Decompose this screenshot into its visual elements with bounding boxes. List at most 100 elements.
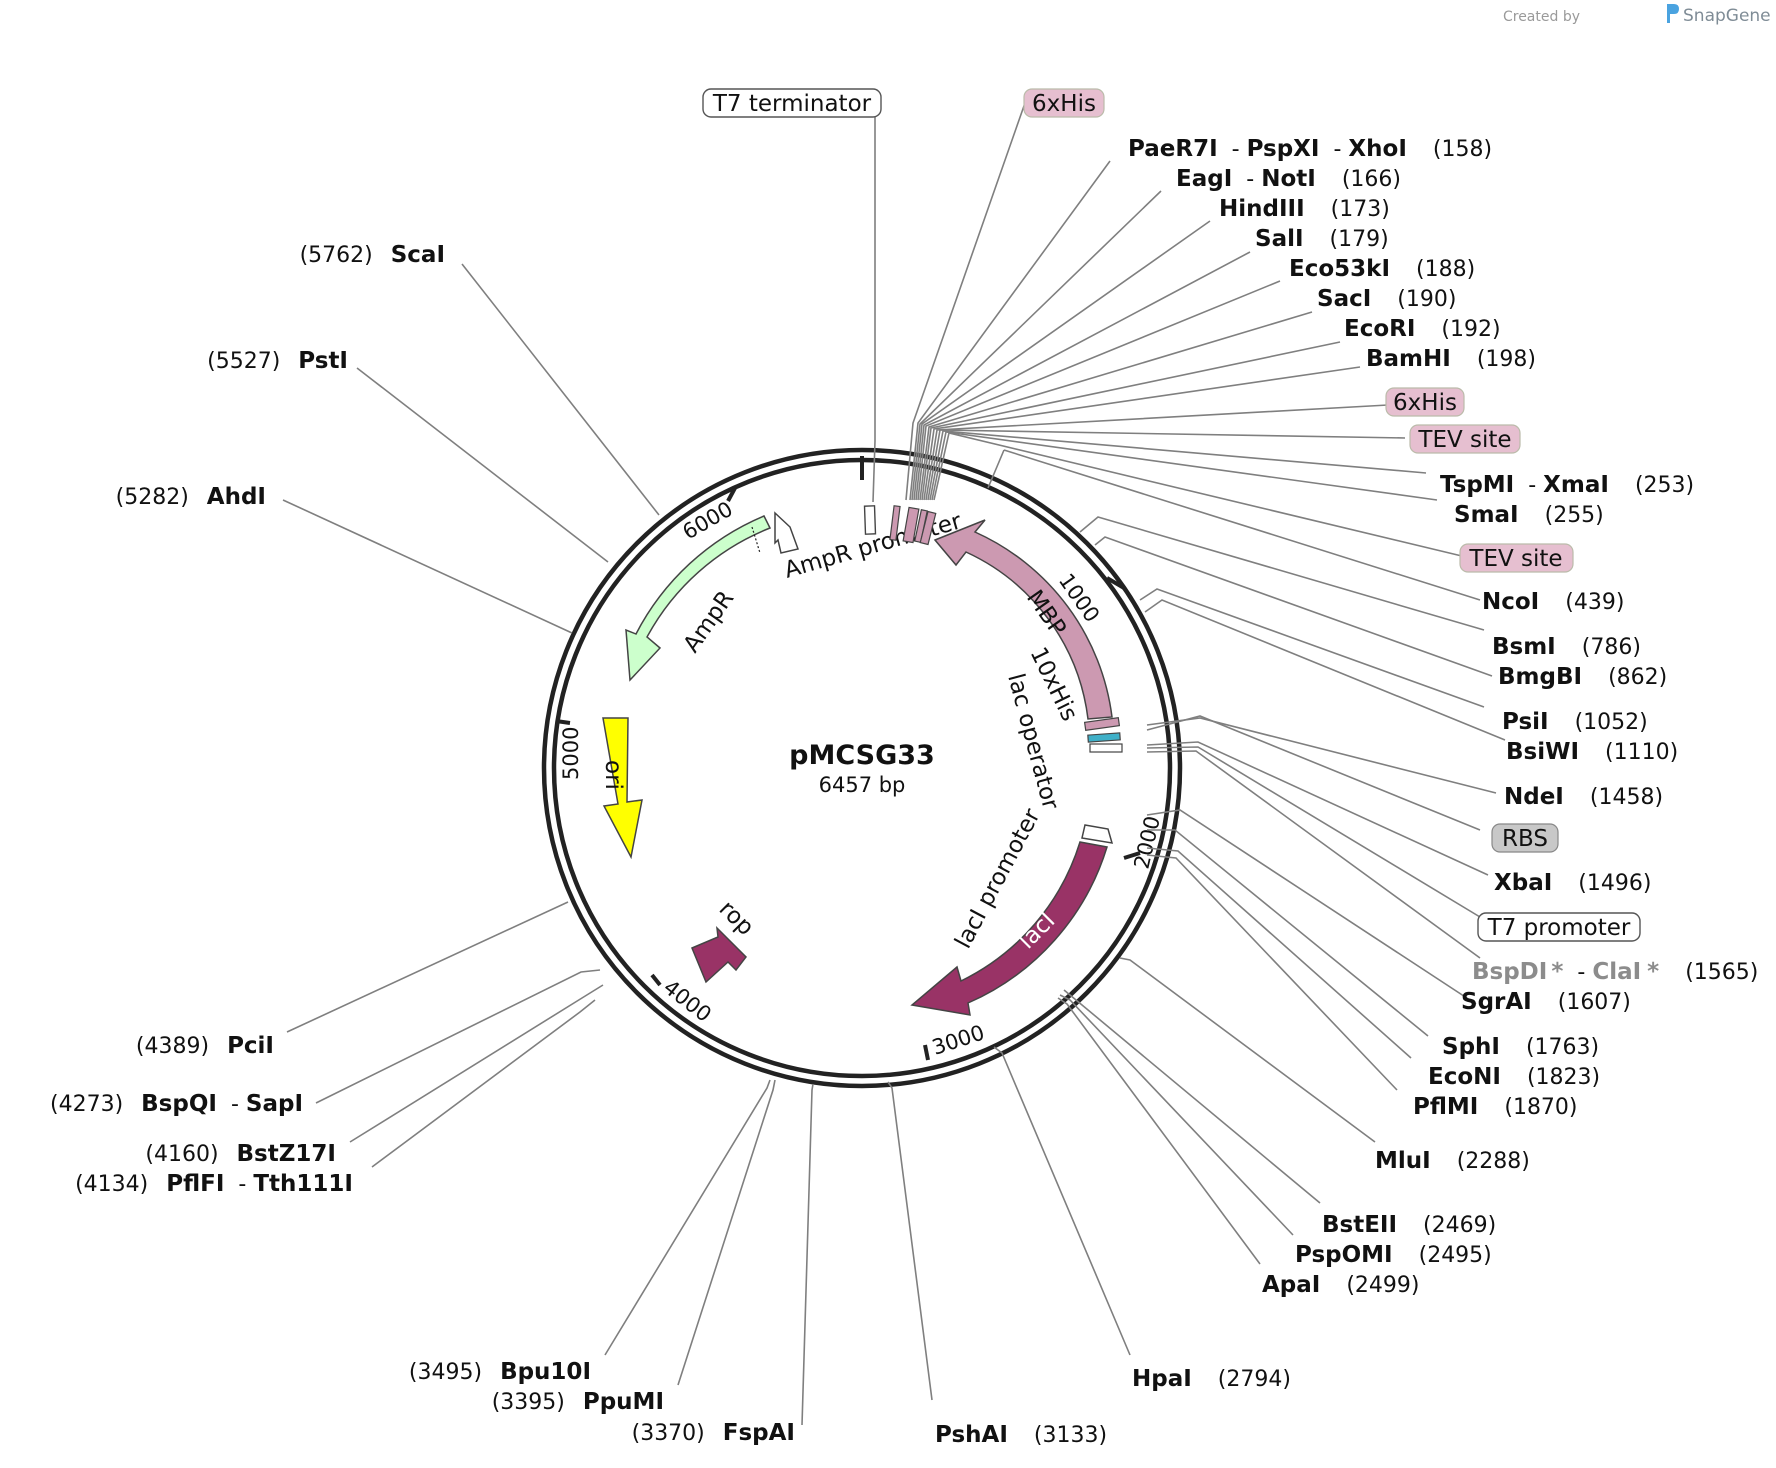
site-apai[interactable]: ApaI(2499)	[1262, 1272, 1420, 1298]
tev-site-box-a[interactable]: TEV site	[1409, 424, 1521, 454]
his6-box-b[interactable]: 6xHis	[1385, 387, 1465, 417]
site-pcii[interactable]: (4389)PciI	[136, 1033, 274, 1059]
lac-operator-feature[interactable]	[1087, 732, 1121, 743]
svg-text:RBS: RBS	[1502, 826, 1548, 852]
site-pflmi[interactable]: PflMI(1870)	[1413, 1094, 1578, 1120]
site-bstz17i[interactable]: (4160)BstZ17I	[145, 1141, 336, 1167]
site-pshai[interactable]: PshAI(3133)	[935, 1422, 1107, 1448]
site-ndei[interactable]: NdeI(1458)	[1504, 784, 1663, 810]
site-ncoi[interactable]: NcoI(439)	[1482, 589, 1624, 615]
site-sphi[interactable]: SphI(1763)	[1442, 1034, 1599, 1060]
svg-text:NcoI(439): NcoI(439)	[1482, 589, 1624, 615]
site-hpai[interactable]: HpaI(2794)	[1132, 1366, 1291, 1392]
svg-text:BamHI(198): BamHI(198)	[1366, 346, 1536, 372]
site-ahdi[interactable]: (5282)AhdI	[116, 484, 266, 510]
t7-promoter-box[interactable]: T7 promoter	[1477, 912, 1641, 942]
site-econi[interactable]: EcoNI(1823)	[1428, 1064, 1600, 1090]
tev-feature-b[interactable]	[919, 510, 937, 546]
site-eco53ki[interactable]: Eco53kI(188)	[1289, 256, 1475, 282]
svg-text:(5282)AhdI: (5282)AhdI	[116, 484, 266, 510]
ampr-promoter-arrow[interactable]	[774, 511, 799, 554]
tev-feature-a[interactable]	[902, 506, 920, 544]
laci-promoter-arrow[interactable]	[1081, 824, 1114, 844]
site-scai[interactable]: (5762)ScaI	[300, 242, 445, 268]
site-sgrai[interactable]: SgrAI(1607)	[1461, 989, 1631, 1015]
svg-text:PshAI(3133): PshAI(3133)	[935, 1422, 1107, 1448]
svg-text:MluI(2288): MluI(2288)	[1375, 1148, 1530, 1174]
svg-text:(3495)Bpu10I: (3495)Bpu10I	[409, 1359, 591, 1385]
snapgene-brand-text: SnapGene	[1683, 6, 1771, 26]
plasmid-size: 6457 bp	[819, 773, 906, 797]
mbp-feature-arrow[interactable]	[933, 519, 1113, 720]
site-pspomi[interactable]: PspOMI(2495)	[1295, 1242, 1492, 1268]
his6-box-a[interactable]: 6xHis	[1023, 88, 1105, 118]
site-sali[interactable]: SalI(179)	[1255, 226, 1389, 252]
svg-text:SphI(1763): SphI(1763)	[1442, 1034, 1599, 1060]
svg-text:NdeI(1458): NdeI(1458)	[1504, 784, 1663, 810]
site-hindiii[interactable]: HindIII(173)	[1219, 196, 1390, 222]
site-bsmi[interactable]: BsmI(786)	[1492, 634, 1641, 660]
site-bsteii[interactable]: BstEII(2469)	[1322, 1212, 1496, 1238]
site-eagi[interactable]: EagI- NotI(166)	[1176, 166, 1401, 192]
site-fspai[interactable]: (3370)FspAI	[632, 1420, 795, 1446]
svg-text:ApaI(2499): ApaI(2499)	[1262, 1272, 1420, 1298]
svg-text:SmaI(255): SmaI(255)	[1454, 502, 1604, 528]
svg-text:(3370)FspAI: (3370)FspAI	[632, 1420, 795, 1446]
site-xbai[interactable]: XbaI(1496)	[1494, 870, 1651, 896]
site-psti[interactable]: (5527)PstI	[207, 348, 348, 374]
site-tspmi[interactable]: TspMI- XmaI(253)	[1440, 472, 1694, 498]
svg-text:BsiWI(1110): BsiWI(1110)	[1506, 739, 1678, 765]
ampr-feature-arrow[interactable]	[625, 515, 772, 682]
t7-terminator-box[interactable]: T7 terminator	[702, 88, 882, 118]
svg-text:PflMI(1870): PflMI(1870)	[1413, 1094, 1578, 1120]
t7-terminator-feature[interactable]	[863, 505, 877, 535]
site-pflfi[interactable]: (4134)PflFI- Tth111I	[75, 1171, 353, 1197]
his6-feature-a[interactable]	[889, 505, 901, 541]
svg-text:T7 promoter: T7 promoter	[1487, 915, 1631, 941]
svg-text:SalI(179): SalI(179)	[1255, 226, 1389, 252]
ori-feature-arrow[interactable]	[602, 717, 643, 860]
site-saci[interactable]: SacI(190)	[1317, 286, 1456, 312]
rbs-box[interactable]: RBS	[1491, 823, 1559, 853]
site-bspdi[interactable]: BspDI*- ClaI*(1565)	[1472, 959, 1758, 985]
site-paer7i[interactable]: PaeR7I- PspXI- XhoI(158)	[1128, 136, 1492, 162]
his10-feature[interactable]	[1083, 716, 1121, 732]
tick-label-5000: 5000	[559, 727, 583, 780]
svg-text:SgrAI(1607): SgrAI(1607)	[1461, 989, 1631, 1015]
site-ecori[interactable]: EcoRI(192)	[1344, 316, 1501, 342]
laci-feature-arrow[interactable]	[910, 841, 1108, 1016]
t7-promoter-feature[interactable]	[1089, 743, 1123, 753]
site-ppumi[interactable]: (3395)PpuMI	[492, 1389, 664, 1415]
svg-text:(5527)PstI: (5527)PstI	[207, 348, 348, 374]
rop-feature-arrow[interactable]	[691, 925, 747, 984]
svg-text:(4160)BstZ17I: (4160)BstZ17I	[145, 1141, 336, 1167]
svg-text:(4134)PflFI- Tth111I: (4134)PflFI- Tth111I	[75, 1171, 353, 1197]
svg-text:EagI- NotI(166): EagI- NotI(166)	[1176, 166, 1401, 192]
svg-text:6xHis: 6xHis	[1032, 91, 1096, 117]
svg-text:EcoRI(192): EcoRI(192)	[1344, 316, 1501, 342]
leader-lines	[282, 102, 1506, 1426]
site-bspqi[interactable]: (4273)BspQI- SapI	[50, 1091, 303, 1117]
svg-text:SacI(190): SacI(190)	[1317, 286, 1456, 312]
tev-site-box-b[interactable]: TEV site	[1459, 543, 1574, 573]
svg-text:6xHis: 6xHis	[1393, 390, 1457, 416]
svg-text:BspDI*- ClaI*(1565): BspDI*- ClaI*(1565)	[1472, 959, 1758, 985]
site-psii[interactable]: PsiI(1052)	[1502, 709, 1648, 735]
svg-text:T7 terminator: T7 terminator	[712, 91, 872, 117]
site-bamhi[interactable]: BamHI(198)	[1366, 346, 1536, 372]
site-mlui[interactable]: MluI(2288)	[1375, 1148, 1530, 1174]
ampr-promoter-junction	[751, 526, 761, 554]
site-smai[interactable]: SmaI(255)	[1454, 502, 1604, 528]
svg-text:(4389)PciI: (4389)PciI	[136, 1033, 274, 1059]
ori-label: ori	[600, 760, 626, 790]
site-bpu10i[interactable]: (3495)Bpu10I	[409, 1359, 591, 1385]
svg-text:PspOMI(2495): PspOMI(2495)	[1295, 1242, 1492, 1268]
site-bsiwi[interactable]: BsiWI(1110)	[1506, 739, 1678, 765]
snapgene-logo-icon	[1667, 4, 1679, 23]
site-bmgbi[interactable]: BmgBI(862)	[1498, 664, 1667, 690]
svg-text:(4273)BspQI- SapI: (4273)BspQI- SapI	[50, 1091, 303, 1117]
backbone-ring-outer	[541, 447, 1183, 1089]
svg-text:TEV site: TEV site	[1417, 427, 1511, 453]
svg-text:TspMI- XmaI(253): TspMI- XmaI(253)	[1440, 472, 1694, 498]
